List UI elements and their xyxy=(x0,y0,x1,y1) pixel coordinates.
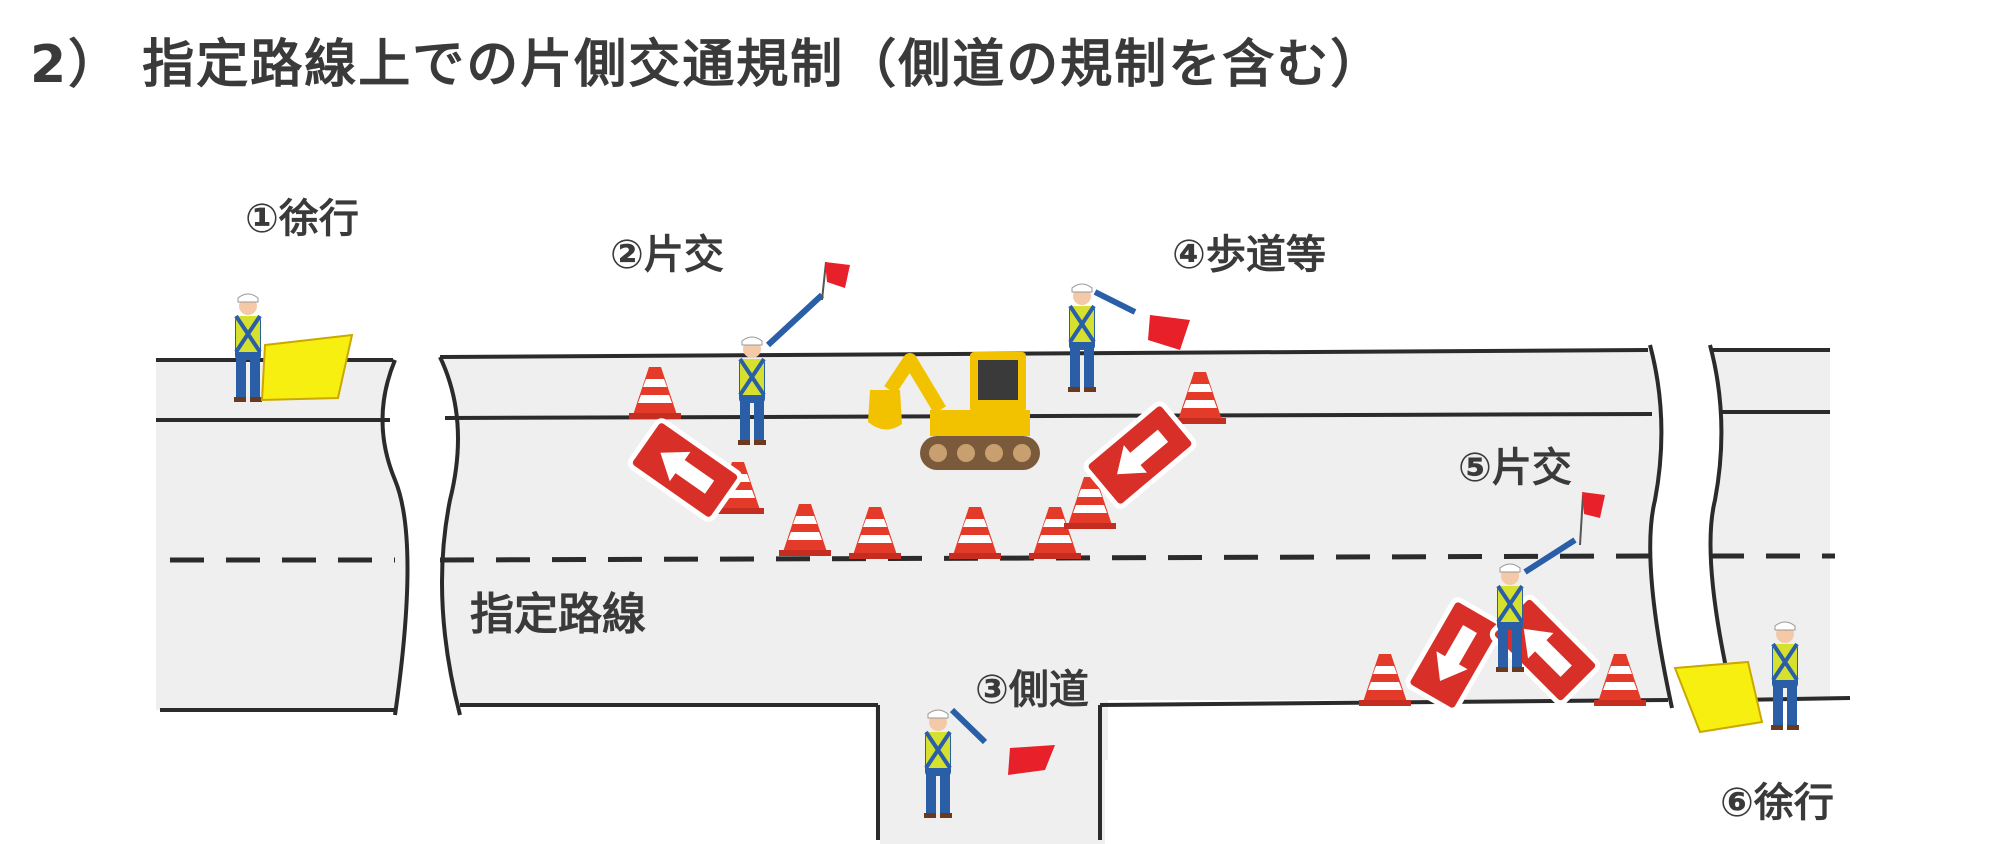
flag-icon xyxy=(1008,745,1055,775)
slow-sign-icon xyxy=(260,333,354,402)
label-designated-route: 指定路線 xyxy=(470,589,646,640)
label-slow-1: ①徐行 xyxy=(245,196,359,242)
label-alternate-2: ②片交 xyxy=(610,232,724,278)
label-sidewalk-4: ④歩道等 xyxy=(1172,232,1326,278)
label-side-road-3: ③側道 xyxy=(975,667,1089,713)
center-dashed-line xyxy=(170,553,1835,563)
flag-icon xyxy=(1148,315,1190,350)
excavator-icon xyxy=(868,352,1040,470)
slow-sign-icon xyxy=(1673,660,1764,734)
flag-icon xyxy=(1582,492,1605,518)
workers xyxy=(232,261,1801,820)
flag-icon xyxy=(825,262,850,288)
label-slow-6: ⑥徐行 xyxy=(1720,780,1834,826)
label-alternate-5: ⑤片交 xyxy=(1458,445,1572,491)
diagram-title: 2） 指定路線上での片側交通規制（側道の規制を含む） xyxy=(30,35,1385,95)
